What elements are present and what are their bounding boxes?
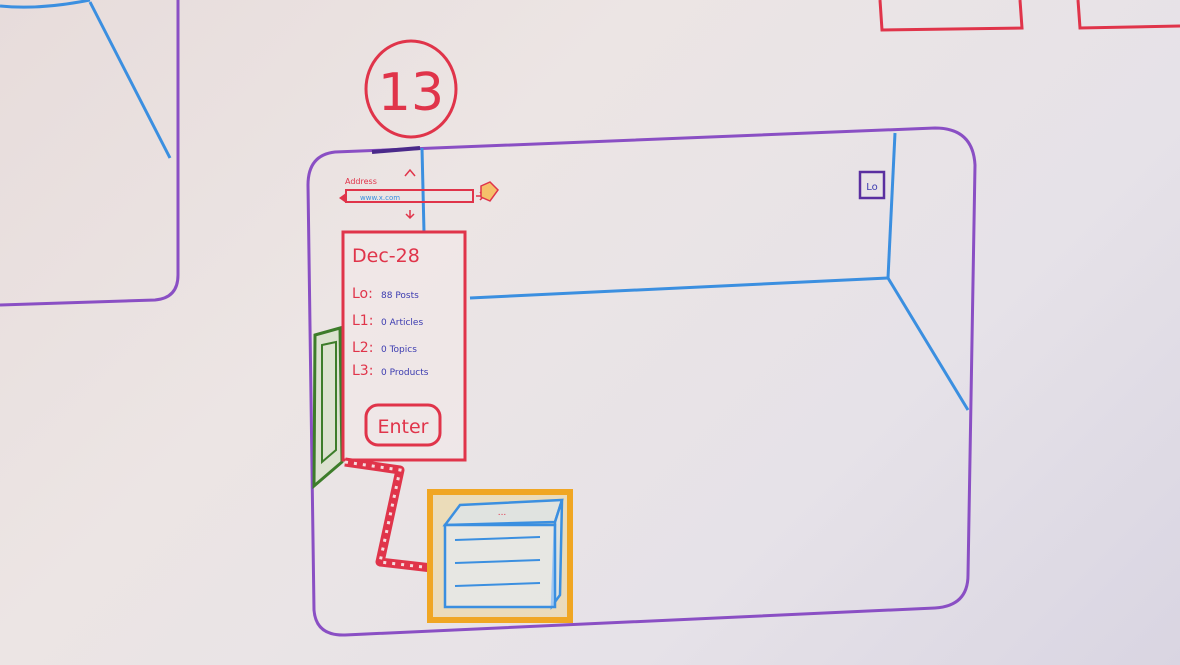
side-panel-inner: [321, 340, 337, 465]
arrow-down-icon: [405, 210, 415, 220]
storage-box-line-2: [454, 559, 541, 564]
left-frame-outline: [0, 0, 180, 307]
cable: [344, 457, 433, 573]
storage-box-line-3: [454, 582, 541, 587]
floor-line: [469, 276, 889, 300]
top-frame-2: [1076, 0, 1180, 30]
left-frame-diagonal: [88, 1, 172, 159]
left-frame-blue-line: [0, 0, 91, 9]
card-date: Dec-28: [352, 245, 420, 267]
enter-button-label: Enter: [378, 416, 429, 438]
home-icon[interactable]: [480, 181, 499, 202]
address-value: www.x.com: [360, 194, 400, 202]
address-input[interactable]: [345, 189, 474, 203]
storage-box-label: ...: [498, 508, 507, 518]
level-2-label: L2:: [352, 340, 373, 356]
info-card: [341, 230, 467, 462]
top-frame-1: [878, 0, 1024, 32]
storage-box-line-1: [454, 536, 541, 541]
arrow-up-icon: [404, 168, 416, 177]
main-frame: [306, 126, 977, 637]
level-2-text: 0 Topics: [381, 345, 417, 355]
level-1-text: 0 Articles: [381, 318, 423, 328]
level-badge-box[interactable]: [858, 170, 886, 200]
address-label: Address: [345, 177, 377, 186]
level-1-label: L1:: [352, 313, 373, 329]
enter-button[interactable]: [364, 403, 442, 447]
side-panel: [312, 326, 344, 490]
arrow-left-icon[interactable]: [339, 193, 346, 203]
floor-diagonal: [886, 277, 970, 411]
cable-stripes: [344, 460, 433, 570]
frame-top-accent: [371, 146, 421, 154]
page-number-circle: [364, 39, 458, 139]
back-wall-edge: [886, 132, 897, 279]
level-3-text: 0 Products: [381, 368, 429, 378]
level-3-label: L3:: [352, 363, 373, 379]
level-0-label: Lo:: [352, 286, 373, 302]
level-badge-label: Lo: [866, 182, 878, 193]
page-number: 13: [378, 63, 444, 123]
level-0-text: 88 Posts: [381, 291, 419, 301]
